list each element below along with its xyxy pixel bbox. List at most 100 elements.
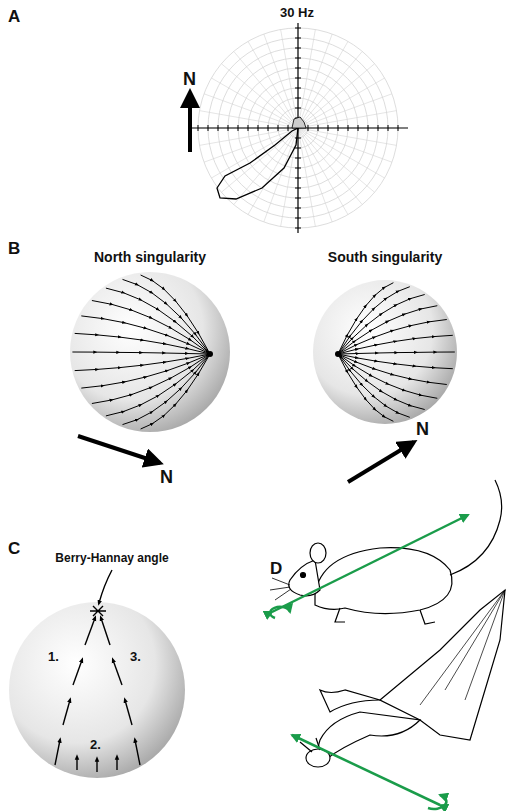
tick [288,125,289,131]
label: 2. [90,738,101,752]
field-line [106,354,210,416]
tick [328,125,329,131]
tick [348,125,349,131]
field-line [72,352,210,354]
tick [295,148,301,149]
transport-path [55,570,140,772]
grid-spoke [211,78,298,128]
grid-spoke [234,51,298,128]
field-line [338,335,453,354]
tick [198,125,199,131]
tick [278,125,279,131]
grid-spoke [298,128,362,205]
tuning-lobe [217,128,298,199]
tick [295,48,301,49]
sphere [313,280,457,424]
label: South singularity [328,250,442,265]
label: Berry-Hannay angle [55,552,168,565]
label: N [183,70,196,90]
field-line [75,333,210,354]
field-line [123,279,211,354]
tick [318,125,319,131]
label: North singularity [94,250,206,265]
grid-spoke [248,128,298,215]
grid-spoke [204,128,298,162]
field-lines [72,275,213,429]
field-line [338,354,425,410]
tick [295,88,301,89]
panel-letter: A [8,8,20,27]
panel-letter: D [270,560,282,579]
singularity [335,351,341,357]
tick [378,125,379,131]
field-line [338,352,455,354]
tick [295,218,301,219]
tick [295,68,301,69]
tick [268,125,269,131]
tick [295,208,301,209]
field-line [141,275,210,354]
rotation-axis [292,735,446,809]
label: N [160,468,173,488]
tick [338,125,339,131]
grid-spoke [200,128,298,145]
sphere [70,272,230,432]
tick [388,125,389,131]
field-line [338,354,447,385]
field-line [338,287,410,354]
grid-spoke [221,128,298,192]
label: 3. [130,650,141,664]
tick [295,138,301,139]
tick [295,178,301,179]
north-arrow [188,92,192,152]
field-line [338,354,437,398]
north-arrow [78,436,160,463]
grid-spoke [264,34,298,128]
rat-drawing [270,480,502,624]
small-lobe [292,117,306,128]
field-line [338,354,393,421]
tick [248,125,249,131]
panel-letter: B [8,240,20,259]
tick [308,125,309,131]
field-line [141,354,210,429]
tick [218,125,219,131]
grid-spoke [298,94,392,128]
bat-drawing [300,590,505,767]
tick [228,125,229,131]
field-lines [335,283,455,422]
field-line [81,354,210,388]
label: 1. [48,650,59,664]
north-arrow [348,442,414,482]
tick [295,58,301,59]
grid-spoke [298,41,348,128]
grid-circle [198,28,398,228]
singularity [207,351,213,357]
tick [295,228,301,229]
sphere [9,602,185,778]
panel-letter: C [8,540,20,559]
field-line [92,354,210,404]
rotation-axis [270,515,468,618]
label: 30 Hz [280,6,314,20]
tick [295,168,301,169]
tick [398,125,399,131]
grid-spoke [298,128,385,178]
tick [295,78,301,79]
grid-spoke [298,111,396,128]
tick [295,188,301,189]
grid-spoke [281,30,298,128]
grid-spoke [298,64,375,128]
tick [368,125,369,131]
tick [295,28,301,29]
tick [295,98,301,99]
tick [295,108,301,109]
tick [258,125,259,131]
label: N [416,420,429,440]
polar-plot [188,23,408,233]
tick [295,158,301,159]
tick [238,125,239,131]
tick [358,125,359,131]
tick [208,125,209,131]
